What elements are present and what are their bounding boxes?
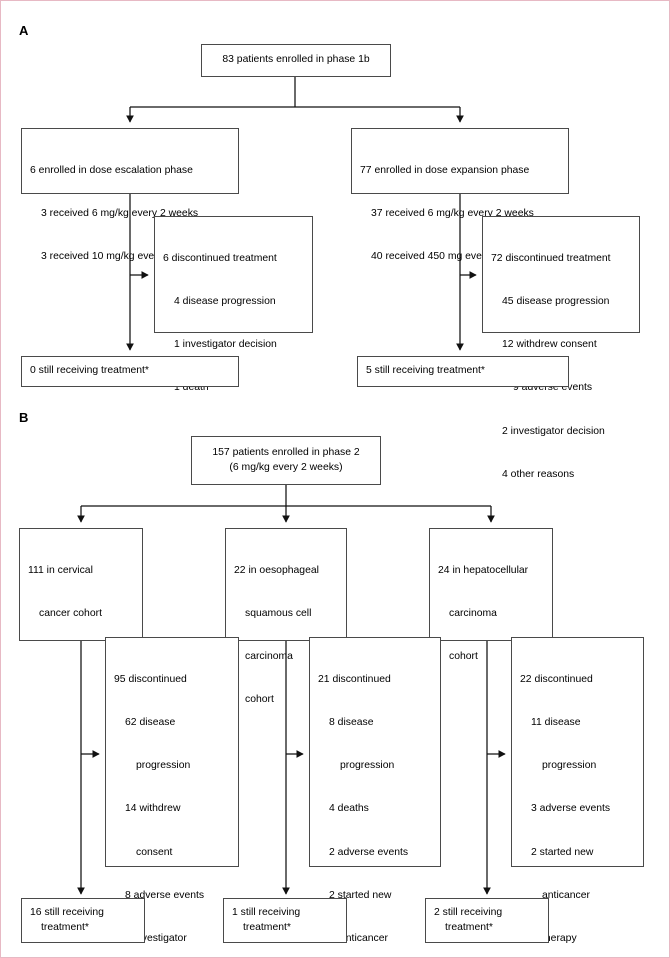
node-line: treatment* [41, 921, 89, 933]
node-line: 3 adverse events [531, 803, 611, 815]
node-line: cohort [449, 651, 478, 663]
node-cervical-discontinued: 95 discontinued 62 disease progression 1… [105, 637, 239, 944]
node-cohort-cervical: 111 in cervical cancer cohort [19, 528, 143, 641]
node-line: 9 adverse events [513, 382, 593, 394]
node-line: treatment* [445, 921, 493, 933]
node-dose-expansion: 77 enrolled in dose expansion phase 37 r… [351, 128, 569, 262]
node-line: 8 adverse events [125, 889, 205, 901]
node-line: cohort [245, 694, 274, 706]
node-line: 157 patients enrolled in phase 2 [212, 447, 360, 459]
node-line: 2 adverse events [329, 846, 409, 858]
node-line: 22 in oesophageal [234, 564, 319, 576]
node-hepatocellular-ongoing: 2 still receiving treatment* [425, 898, 549, 943]
node-line: 72 discontinued treatment [491, 252, 611, 264]
node-line: 45 disease progression [502, 296, 610, 308]
node-line: squamous cell [245, 608, 312, 620]
node-line: 3 received 6 mg/kg every 2 weeks [41, 208, 199, 220]
node-expansion-discontinued: 72 discontinued treatment 45 disease pro… [482, 216, 640, 480]
node-line: treatment* [243, 921, 291, 933]
node-line: 14 withdrew [125, 803, 181, 815]
panel-label-b: B [19, 410, 29, 425]
node-line: 37 received 6 mg/kg every 2 weeks [371, 208, 534, 220]
node-cohort-hepatocellular: 24 in hepatocellular carcinoma cohort [429, 528, 553, 662]
node-line: 1 still receiving [232, 907, 301, 919]
node-line: 22 discontinued [520, 673, 593, 685]
panel-label-a: A [19, 23, 29, 38]
node-line: 5 still receiving treatment* [366, 365, 485, 377]
node-line: 2 started new [531, 846, 594, 858]
node-line: 16 still receiving [30, 907, 104, 919]
node-line: 6 enrolled in dose escalation phase [30, 164, 193, 176]
node-oesophageal-ongoing: 1 still receiving treatment* [223, 898, 347, 943]
node-line: anticancer [340, 933, 388, 945]
node-escalation-ongoing: 0 still receiving treatment* [21, 356, 239, 387]
node-line: therapy [542, 933, 577, 945]
node-line: 24 in hepatocellular [438, 564, 529, 576]
node-line: cancer cohort [39, 608, 102, 620]
node-hepatocellular-discontinued: 22 discontinued 11 disease progression 3… [511, 637, 644, 944]
node-dose-escalation: 6 enrolled in dose escalation phase 3 re… [21, 128, 239, 262]
node-line: 2 started new [329, 889, 392, 901]
node-line: 4 other reasons [502, 468, 575, 480]
node-line: 0 still receiving treatment* [30, 365, 149, 377]
node-line: 111 in cervical [28, 564, 93, 576]
node-phase2-enrolled: 157 patients enrolled in phase 2 (6 mg/k… [191, 436, 381, 485]
node-line: 1 investigator decision [174, 339, 277, 351]
node-line: 77 enrolled in dose expansion phase [360, 164, 530, 176]
node-line: 4 deaths [329, 803, 369, 815]
node-cohort-oesophageal: 22 in oesophageal squamous cell carcinom… [225, 528, 347, 705]
node-line: 2 investigator decision [502, 425, 605, 437]
node-line: anticancer [542, 889, 590, 901]
node-line: 6 discontinued treatment [163, 252, 277, 264]
node-line: consent [136, 846, 173, 858]
node-line: carcinoma [449, 608, 497, 620]
node-line: 62 disease [125, 717, 176, 729]
node-line: 21 discontinued [318, 673, 391, 685]
node-line: 2 still receiving [434, 907, 503, 919]
node-line: 95 discontinued [114, 673, 187, 685]
node-oesophageal-discontinued: 21 discontinued 8 disease progression 4 … [309, 637, 441, 944]
node-expansion-ongoing: 5 still receiving treatment* [357, 356, 569, 387]
node-line: 8 disease [329, 717, 374, 729]
node-phase1b-enrolled: 83 patients enrolled in phase 1b [201, 44, 391, 77]
node-line: progression [542, 760, 597, 772]
node-escalation-discontinued: 6 discontinued treatment 4 disease progr… [154, 216, 313, 393]
node-line: 83 patients enrolled in phase 1b [222, 54, 370, 66]
node-line: 1 death [174, 382, 209, 394]
node-line: 12 withdrew consent [502, 339, 597, 351]
node-line: 4 disease progression [174, 296, 276, 308]
node-line: 11 disease [531, 717, 581, 729]
node-line: progression [136, 760, 191, 772]
node-line: progression [340, 760, 395, 772]
node-line: carcinoma [245, 651, 293, 663]
node-line: (6 mg/kg every 2 weeks) [229, 461, 343, 473]
node-cervical-ongoing: 16 still receiving treatment* [21, 898, 145, 943]
